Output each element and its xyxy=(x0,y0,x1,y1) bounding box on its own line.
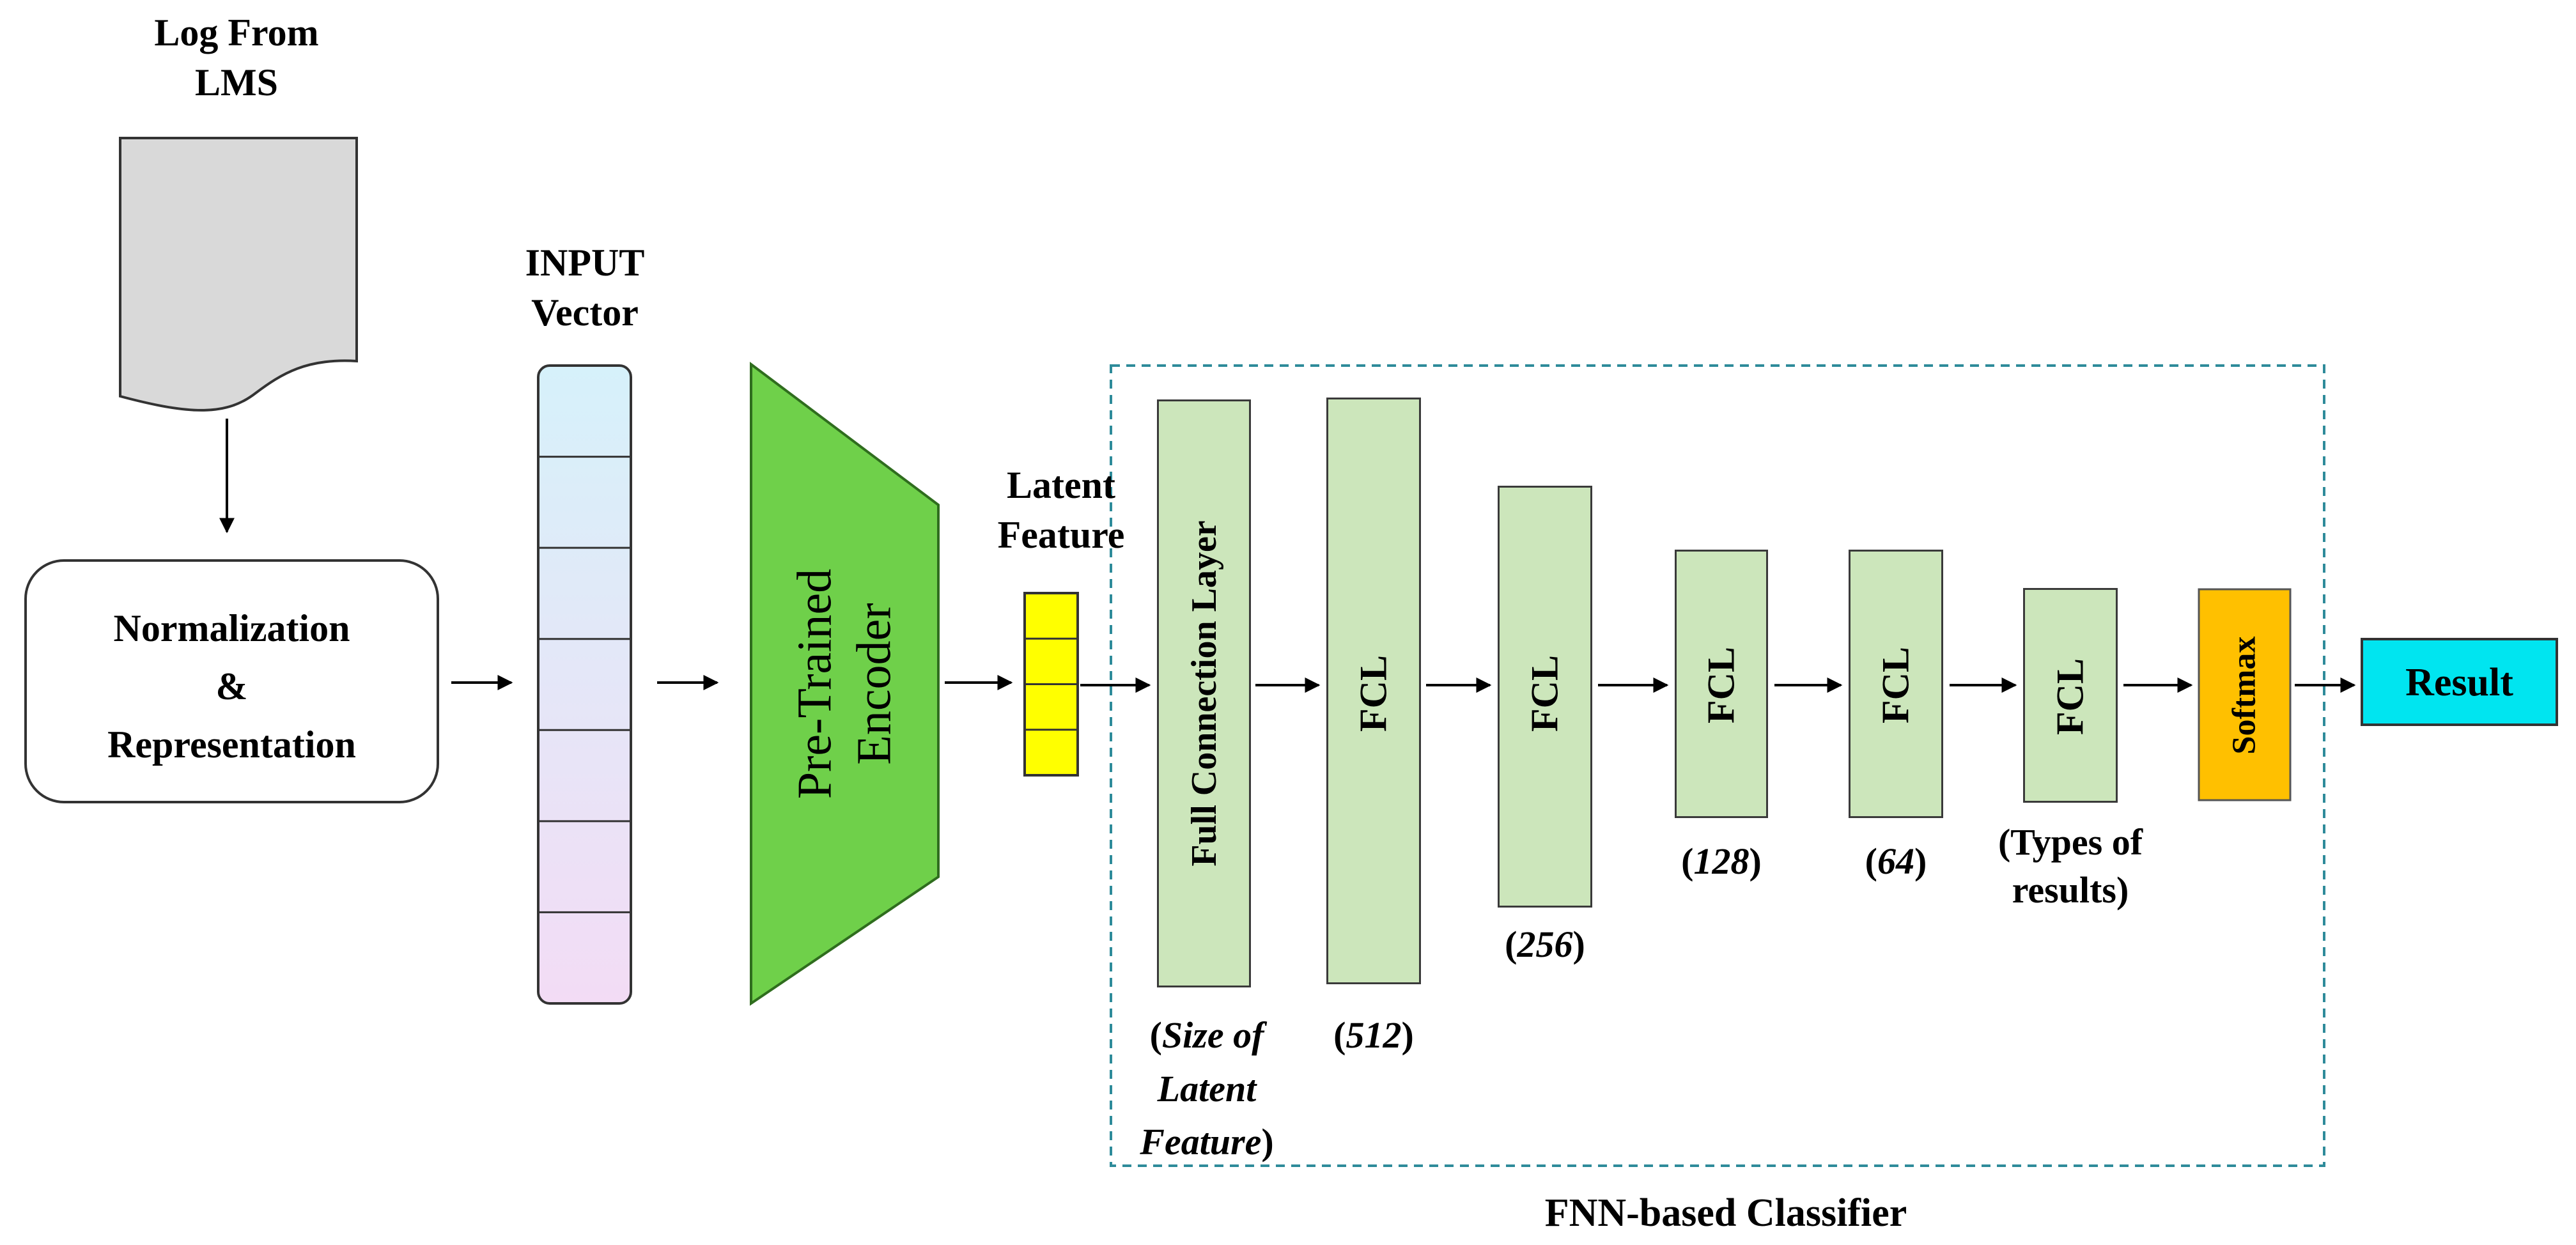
softmax-label: Softmax xyxy=(2226,636,2263,755)
fcl-label-0: Full Connection Layer xyxy=(1184,520,1224,867)
softmax-box xyxy=(2198,588,2292,801)
fcl-size-0: (Size of Latent Feature) xyxy=(1140,1014,1274,1163)
fcl-box-2 xyxy=(1498,486,1592,908)
result-label: Result xyxy=(2405,661,2513,704)
fcl-box-1 xyxy=(1326,398,1421,984)
input-vector xyxy=(537,364,632,1005)
pre-trained-encoder-shape xyxy=(750,361,940,1006)
normalization-box xyxy=(24,559,439,803)
fnn-classifier-title: FNN-based Classifier xyxy=(1544,1191,1907,1235)
fcl-size-1: (512) xyxy=(1333,1014,1414,1056)
log-document-shape xyxy=(119,137,358,412)
fcl-size-2: (256) xyxy=(1505,924,1585,965)
normalization-label: Normalization & Representation xyxy=(107,607,356,766)
fcl-label-2: FCL xyxy=(1523,655,1566,732)
fcl-box-4 xyxy=(1849,550,1943,818)
fcl-size-5: (Types of results) xyxy=(1998,821,2143,911)
encoder-label: Pre-Trained Encoder xyxy=(788,568,901,800)
input-vector-label: INPUT Vector xyxy=(525,242,645,334)
fcl-box-3 xyxy=(1675,550,1768,818)
fcl-label-5: FCL xyxy=(2049,658,2091,735)
fcl-label-1: FCL xyxy=(1352,655,1395,732)
fcl-size-4: (64) xyxy=(1865,840,1927,882)
fcl-label-4: FCL xyxy=(1874,647,1917,723)
fcl-box-5 xyxy=(2023,588,2118,803)
fnn-classifier-border xyxy=(1110,364,2325,1167)
latent-feature-label: Latent Feature xyxy=(997,464,1125,556)
latent-feature-vector xyxy=(1023,592,1079,777)
fcl-label-3: FCL xyxy=(1700,647,1742,723)
log-from-lms-label: Log From LMS xyxy=(154,12,319,104)
fcl-box-0 xyxy=(1157,399,1251,987)
result-box xyxy=(2361,638,2558,726)
fcl-size-3: (128) xyxy=(1681,840,1762,882)
